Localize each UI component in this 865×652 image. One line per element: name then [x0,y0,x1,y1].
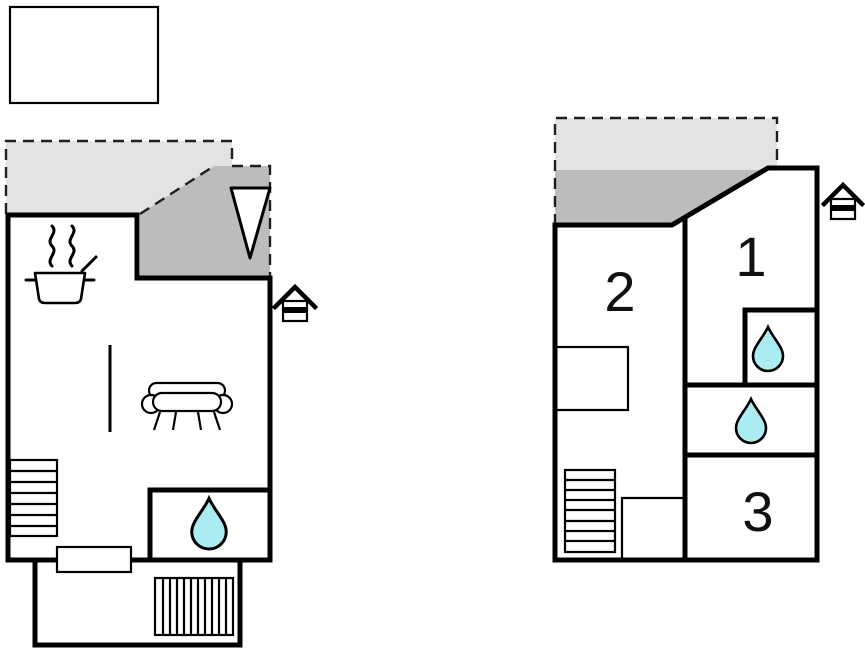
right-floorplan: 1 2 3 [552,116,865,563]
room-label-1: 1 [735,225,766,288]
house-window-band [831,205,855,211]
pot-spoon [80,255,98,273]
water-drop-icon [190,494,228,551]
sofa-icon [140,381,234,431]
bathroom-walls [147,487,270,560]
stairs-outline [8,458,59,538]
sofa-seat [151,391,223,413]
pot-body [33,271,87,305]
stove-icon [24,224,98,305]
house-window-band [283,307,307,313]
north-arrow-icon [229,186,272,260]
stairs-icon [8,458,59,538]
grate-bars [161,579,228,634]
steam-icon [48,224,76,268]
bathroom-wall-3 [742,307,817,385]
room-label-3: 3 [742,480,773,543]
entrance-grate-icon [153,576,235,637]
pool [8,5,160,105]
terrace-dashed-outline [4,139,272,278]
stairs-treads [566,478,614,543]
house-icon [820,181,865,221]
grate-outline [153,576,235,637]
house-roof [820,181,865,208]
water-drop-icon [734,395,768,445]
landing-walls [620,496,685,560]
terrace-light [6,141,232,214]
terrace-light [555,118,777,170]
covered-terrace-dark [555,170,768,225]
room-label-2: 2 [604,260,635,323]
left-floorplan [4,5,319,648]
water-drop-icon [751,323,785,373]
sofa-legs [152,411,222,431]
bench [55,545,133,574]
terrace-dashed-outline [553,116,779,225]
stairs-treads [11,469,56,528]
house-roof [271,283,319,311]
stairs-icon [563,468,617,554]
house-icon [271,283,319,323]
closet-walls [555,345,630,412]
